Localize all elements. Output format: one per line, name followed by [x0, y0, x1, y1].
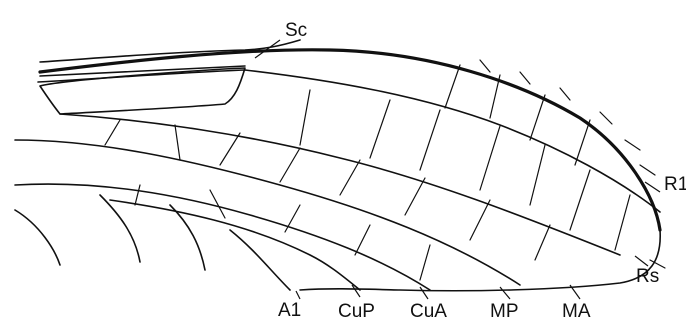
label-cup: CuP: [338, 301, 375, 322]
anal-vein-3: [170, 205, 205, 270]
anal-vein-1: [15, 210, 60, 265]
a1-leader: [296, 291, 300, 299]
posterior-margin: [300, 230, 660, 291]
crossveins: [105, 65, 630, 280]
mp-vein: [15, 140, 520, 285]
cua-vein: [15, 184, 430, 290]
label-a1: A1: [278, 300, 301, 321]
label-sc: Sc: [285, 20, 307, 41]
ma-vein: [60, 114, 620, 255]
label-mp: MP: [490, 301, 519, 322]
label-ma: MA: [562, 301, 591, 322]
label-r1: R1: [664, 174, 686, 195]
anal-vein-2: [100, 195, 140, 262]
label-cua: CuA: [410, 301, 447, 322]
anal-vein-4: [230, 230, 290, 290]
label-rs: Rs: [636, 266, 659, 287]
mp-leader: [500, 287, 510, 299]
cup-vein: [110, 200, 360, 290]
rs-leader: [635, 256, 648, 266]
